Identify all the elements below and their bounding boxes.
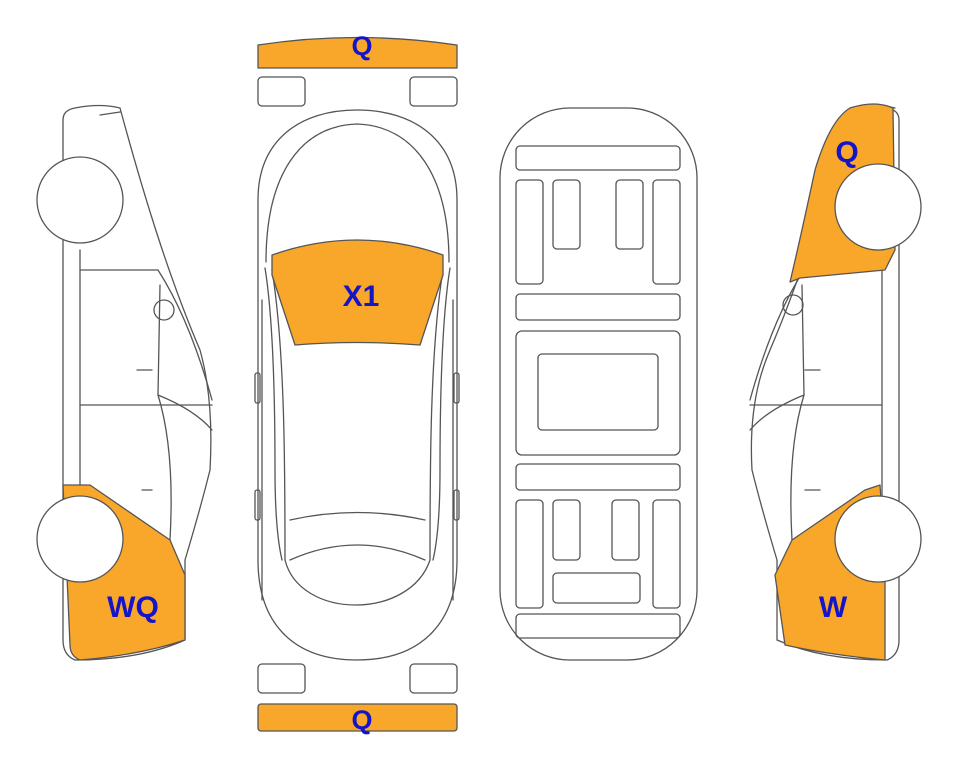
front-bumper-label: Q — [351, 31, 372, 61]
rear-lights — [257, 663, 458, 694]
front-bumper-zone[interactable]: Q — [257, 31, 458, 69]
car-top-view — [254, 109, 460, 661]
left-rear-quarter-label: WQ — [107, 591, 159, 624]
rear-bumper-label: Q — [351, 705, 372, 735]
right-front-fender-label: Q — [835, 136, 858, 169]
underside-outline — [499, 107, 698, 661]
right-wheels — [834, 163, 922, 583]
left-wheels — [36, 156, 124, 583]
windshield-label: X1 — [343, 280, 380, 313]
left-side-body — [62, 104, 212, 661]
car-underside-view — [499, 107, 698, 661]
right-rear-quarter-label: W — [819, 591, 848, 624]
rear-bumper-zone[interactable]: Q — [257, 703, 458, 735]
car-top-body — [257, 109, 458, 661]
front-lights — [257, 76, 458, 107]
car-left-side-view — [62, 104, 213, 661]
windshield-zone[interactable]: X1 — [271, 239, 444, 346]
car-top-hood-line — [265, 123, 450, 263]
car-top-cabin — [271, 269, 444, 606]
